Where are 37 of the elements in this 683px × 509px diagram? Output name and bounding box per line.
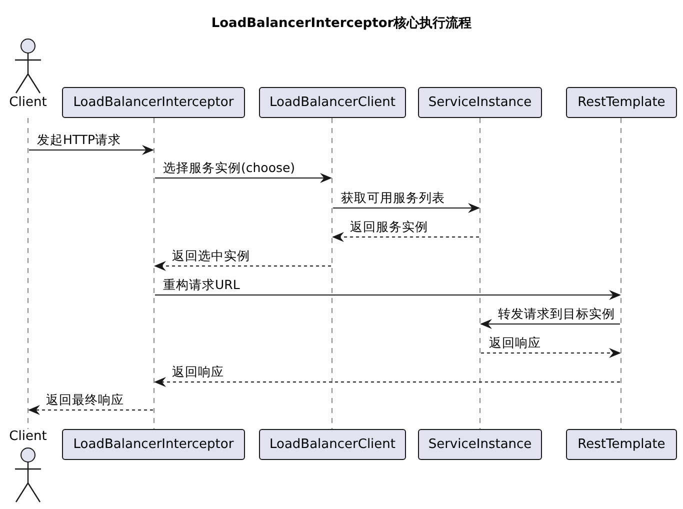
actor — [8, 429, 48, 503]
edge-label: 返回选中实例 — [171, 249, 251, 263]
participant-box: LoadBalancerInterceptor — [62, 429, 245, 460]
message-arrow — [28, 145, 154, 155]
participant-box: LoadBalancerInterceptor — [62, 87, 245, 118]
lifeline — [153, 118, 155, 429]
edge-label: 返回响应 — [171, 365, 225, 379]
message-arrow — [154, 377, 620, 387]
actor-name: Client — [9, 429, 47, 444]
lifeline — [331, 118, 333, 429]
participant-box: ServiceInstance — [418, 87, 542, 118]
lifeline — [479, 118, 481, 429]
diagram-title: LoadBalancerInterceptor核心执行流程 — [210, 14, 473, 32]
edge-label: 发起HTTP请求 — [36, 133, 122, 147]
edge-label: 重构请求URL — [162, 278, 241, 292]
participant-box: RestTemplate — [566, 87, 677, 118]
participant-box: LoadBalancerClient — [259, 87, 406, 118]
message-arrow — [154, 261, 332, 271]
edge-label: 返回响应 — [488, 336, 542, 350]
actor-name: Client — [9, 95, 47, 110]
edge-label: 返回最终响应 — [45, 393, 125, 407]
message-arrow — [480, 348, 621, 358]
edge-label: 获取可用服务列表 — [340, 191, 446, 205]
message-arrow — [28, 405, 154, 415]
participant-box: ServiceInstance — [418, 429, 542, 460]
lifeline — [620, 118, 622, 429]
message-arrow — [332, 203, 480, 213]
message-arrow — [154, 173, 332, 183]
participant-box: RestTemplate — [566, 429, 677, 460]
edge-label: 选择服务实例(choose) — [162, 161, 296, 175]
message-arrow — [154, 290, 621, 300]
message-arrow — [332, 232, 480, 242]
message-arrow — [480, 319, 620, 329]
edge-label: 返回服务实例 — [349, 220, 429, 234]
participant-box: LoadBalancerClient — [259, 429, 406, 460]
lifeline — [27, 118, 29, 429]
edge-label: 转发请求到目标实例 — [497, 307, 616, 321]
